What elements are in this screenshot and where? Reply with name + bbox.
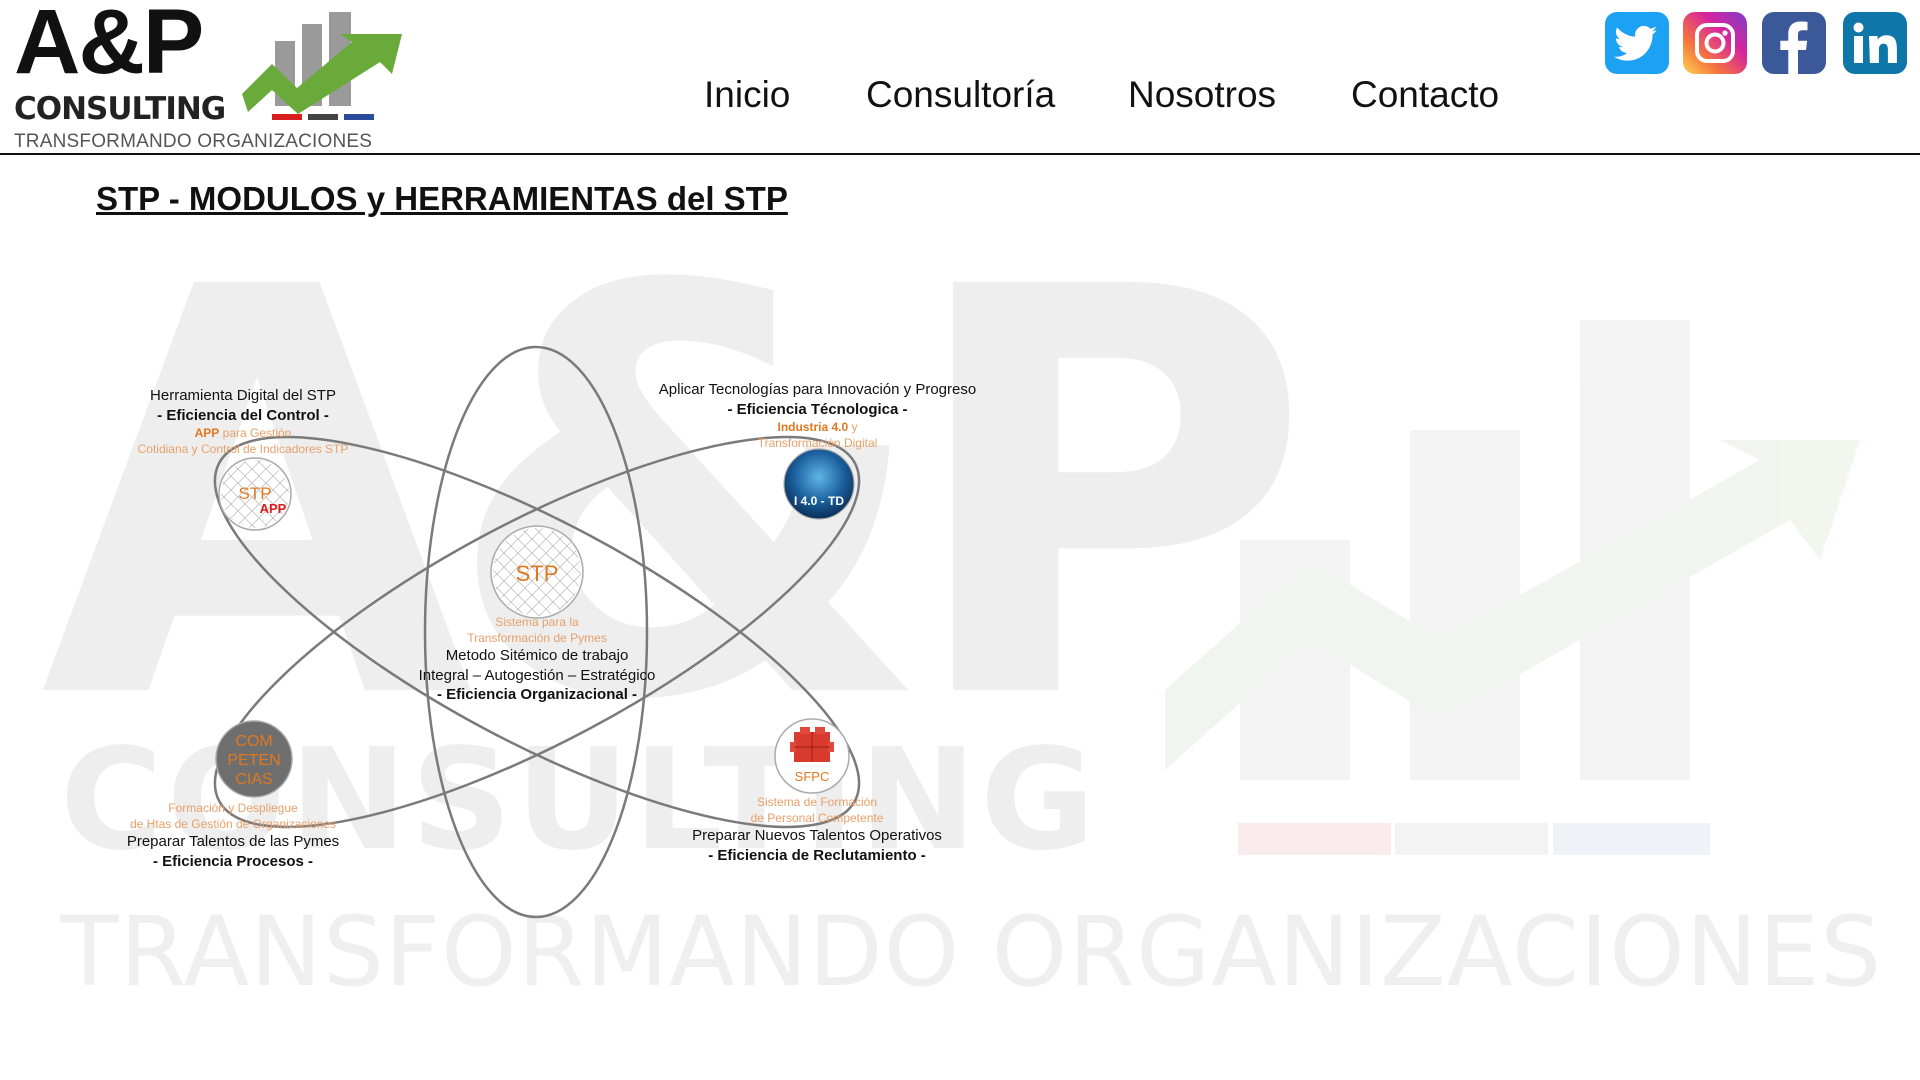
stp-center-sub2: Transformación de Pymes [467,631,607,646]
site-header: A&P CONSULTING TRANSFORMANDO ORGANIZACIO… [0,0,1920,155]
stp-center-efficiency: - Eficiencia Organizacional - [436,686,638,704]
competencias-line1: Preparar Talentos de las Pymes [126,833,340,851]
page-title: STP - MODULOS y HERRAMIENTAS del STP [96,180,788,217]
industry-40-efficiency: - Eficiencia Técnologica - [727,400,908,418]
stp-app-sub2: Cotidiana y Control de Indicadores STP [137,442,349,457]
competencias-caption: Formación y Despliegue de Htas de Gestió… [100,800,366,871]
stp-app-node[interactable]: STP APP [218,457,292,531]
stp-center-node[interactable]: STP [490,525,584,619]
industry-40-line1: Aplicar Tecnologías para Innovación y Pr… [658,381,977,398]
competencias-node[interactable]: COM PETEN CIAS [215,720,293,798]
sfpc-label: SFPC [795,769,830,784]
industry-40-sub1-rest: y [848,420,858,434]
stp-app-sub-bold: APP [194,426,220,440]
competencias-label-3: CIAS [235,771,272,788]
twitter-button[interactable] [1605,12,1669,74]
nav-consultoria[interactable]: Consultoría [866,74,1056,115]
industry-40-sub-bold: Industria 4.0 [777,420,849,434]
competencias-label-1: COM [235,733,272,750]
stp-app-label-2: APP [260,501,287,516]
logo-tagline: TRANSFORMANDO ORGANIZACIONES [14,131,373,152]
stp-center-label: STP [516,561,559,586]
industry-40-sub2: Transformación Digital [757,436,878,451]
facebook-icon [1780,21,1808,74]
sfpc-sub1: Sistema de Formación [756,795,878,809]
sfpc-sub2: de Personal Competente [750,811,884,826]
competencias-sub1: Formación y Despliegue [168,801,298,815]
stp-center-caption: Sistema para la Transformación de Pymes … [404,614,670,705]
stp-app-caption: Herramienta Digital del STP - Eficiencia… [118,386,368,457]
competencias-label-2: PETEN [227,752,280,769]
sfpc-node[interactable]: SFPC [774,718,850,794]
sfpc-line1: Preparar Nuevos Talentos Operativos [692,827,942,845]
twitter-icon [1614,25,1657,61]
linkedin-icon [1853,22,1897,63]
nav-contacto[interactable]: Contacto [1351,74,1500,115]
stp-app-line1: Herramienta Digital del STP [150,387,336,404]
sfpc-efficiency: - Eficiencia de Reclutamiento - [708,846,926,864]
stp-center-sub1: Sistema para la [495,615,579,629]
nav-inicio[interactable]: Inicio [704,74,791,115]
industry-40-node[interactable]: I 4.0 - TD [783,448,855,520]
stp-app-sub1: APP para Gestión [118,425,368,441]
facebook-button[interactable] [1762,12,1826,74]
competencias-sub2: de Htas de Gestión de Organizaciones [129,817,337,832]
company-logo[interactable]: A&P CONSULTING TRANSFORMANDO ORGANIZACIO… [14,0,402,152]
industry-40-label: I 4.0 - TD [794,494,844,508]
stp-center-line1: Metodo Sitémico de trabajo [445,647,629,665]
orbit-diagonal-down [213,435,861,829]
stp-center-line2: Integral – Autogestión – Estratégico [418,666,656,684]
nav-nosotros[interactable]: Nosotros [1128,74,1277,115]
orbit-vertical [423,345,649,919]
puzzle-cube-icon [790,727,834,762]
sfpc-caption: Sistema de Formación de Personal Compete… [667,794,967,865]
linkedin-button[interactable] [1843,12,1907,74]
growth-chart-icon [242,12,402,120]
orbit-diagonal-up [213,435,861,829]
stp-app-label-1: STP [238,484,271,503]
industry-40-sub1: Industria 4.0 y [640,419,995,435]
stp-app-efficiency: - Eficiencia del Control - [157,406,329,424]
instagram-button[interactable] [1683,12,1747,74]
industry-40-caption: Aplicar Tecnologías para Innovación y Pr… [640,380,995,451]
competencias-efficiency: - Eficiencia Procesos - [152,852,314,870]
stp-app-sub1-rest: para Gestión [219,426,292,440]
logo-subtitle: CONSULTING [14,91,226,127]
logo-name: A&P [14,0,204,93]
instagram-icon [1695,23,1735,63]
